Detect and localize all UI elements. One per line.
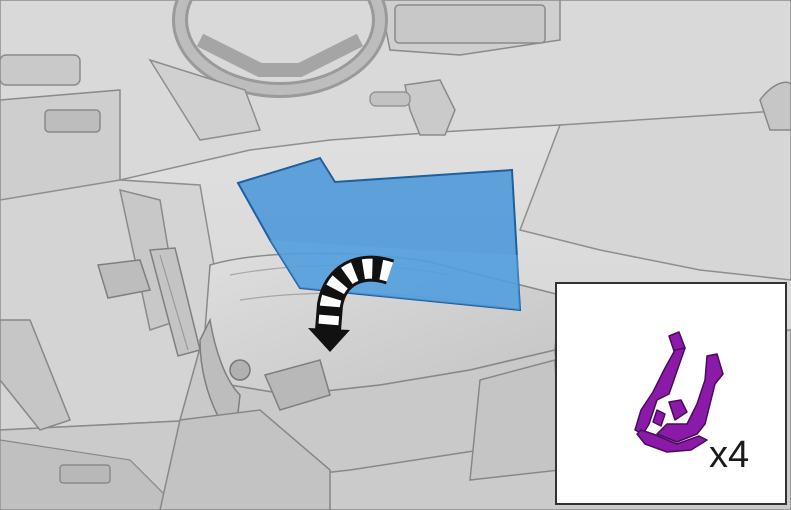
air-vent (0, 55, 80, 85)
parts-inset: x4 (555, 282, 787, 505)
seat-adjust-knob (230, 360, 250, 380)
quantity-label: x4 (709, 434, 749, 477)
clip-icon (557, 284, 789, 507)
display-screen (395, 5, 545, 43)
storage-handle (45, 110, 100, 132)
